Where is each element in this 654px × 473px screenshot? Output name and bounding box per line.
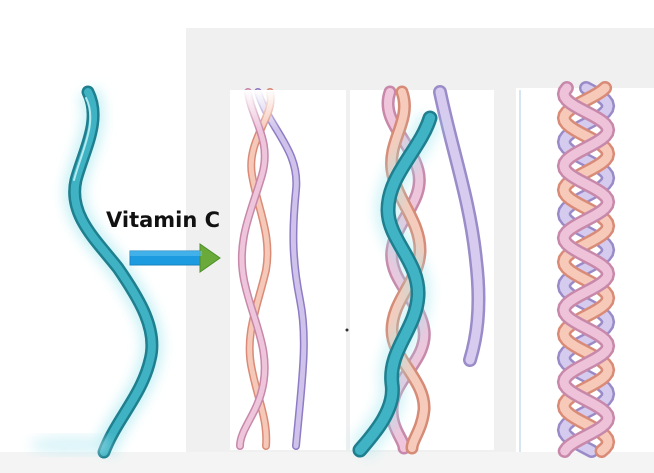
vitamin-c-label: Vitamin C	[106, 208, 220, 232]
single-collagen-strand-icon	[30, 92, 152, 455]
vitamin-c-arrow-icon	[130, 244, 220, 272]
tight-triple-helix-icon	[564, 88, 608, 451]
